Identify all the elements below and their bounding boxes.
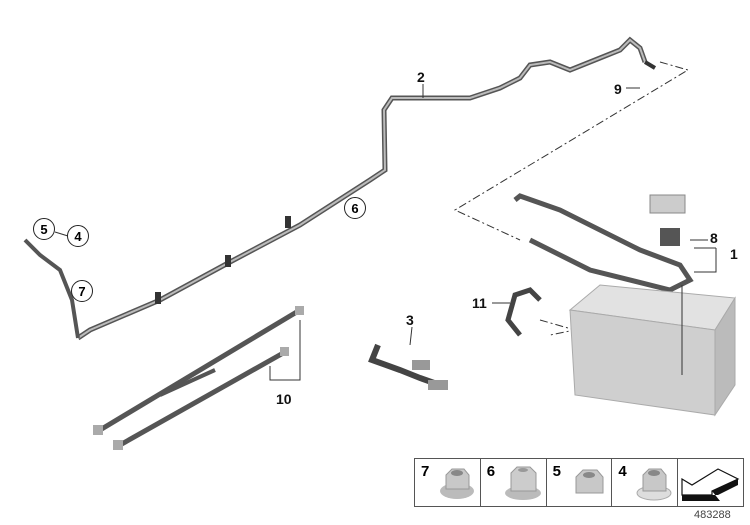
flange-nut-icon [636, 468, 672, 501]
flange-nut-icon [440, 468, 474, 499]
legend-cell: 6 [481, 459, 547, 506]
legend-label: 7 [421, 463, 430, 480]
legend-cell: 4 [612, 459, 679, 506]
callout-5: 5 [33, 218, 55, 240]
terminal-cover [649, 194, 686, 214]
callout-6: 6 [344, 197, 366, 219]
hex-nut-icon [575, 469, 604, 494]
legend-label: 4 [618, 463, 627, 480]
callout-11: 11 [472, 295, 487, 311]
legend-cell: 5 [547, 459, 613, 506]
terminal-clamp [660, 228, 680, 246]
callout-8: 8 [710, 230, 718, 246]
callout-10: 10 [276, 391, 292, 407]
battery [568, 284, 736, 417]
legend-label: 5 [552, 463, 561, 480]
callout-2: 2 [417, 69, 425, 85]
legend-label: 6 [486, 463, 496, 480]
cable-2 [76, 36, 648, 341]
legend-cell [678, 459, 743, 506]
arrow-icon [681, 468, 740, 501]
cap-nut-icon [504, 466, 541, 500]
hardware-legend: 7 6 5 4 [414, 458, 744, 507]
callout-7: 7 [71, 280, 93, 302]
callout-9: 9 [614, 81, 622, 97]
callout-3: 3 [406, 312, 414, 328]
legend-cell: 7 [415, 459, 481, 506]
callout-1: 1 [730, 246, 738, 262]
callout-4: 4 [67, 225, 89, 247]
document-number: 483288 [694, 509, 731, 521]
